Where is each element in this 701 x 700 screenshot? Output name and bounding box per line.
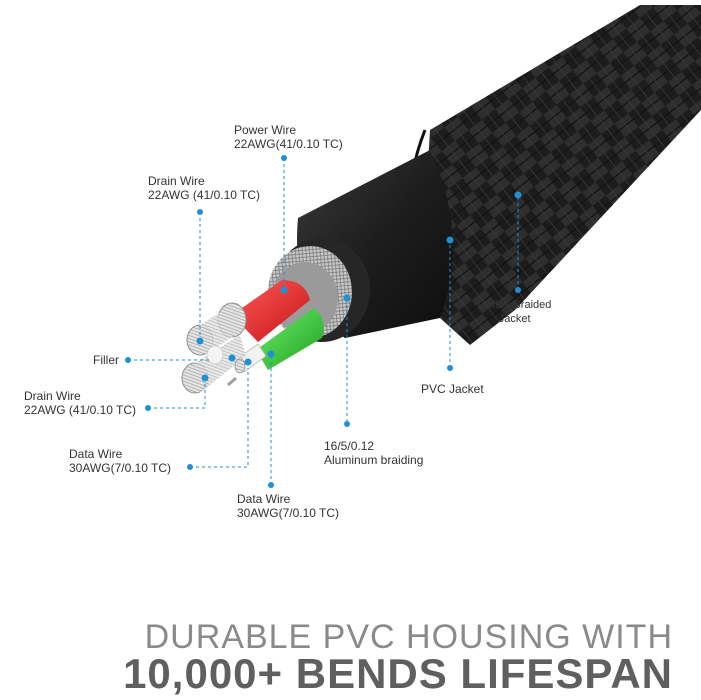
data-wire-left-name: Data Wire: [69, 447, 123, 461]
filler-name: Filler: [93, 353, 119, 367]
dot-drain-wire-bottom-end: [145, 405, 151, 411]
headline-line-1: DURABLE PVC HOUSING WITH: [144, 618, 673, 656]
leader-data-wire-left: [190, 368, 249, 468]
label-data-wire-bottom: Data Wire 30AWG(7/0.10 TC): [237, 492, 339, 520]
dot-cotton-jacket: [514, 191, 522, 199]
cotton-jacket-spec: Jacket: [498, 313, 531, 325]
drain-wire-top-name: Drain Wire: [148, 174, 205, 188]
power-wire-spec: 22AWG(41/0.10 TC): [234, 137, 343, 151]
dot-pvc-jacket: [446, 236, 454, 244]
dot-braiding: [343, 294, 351, 302]
drain-wire-bottom-spec: 22AWG (41/0.10 TC): [24, 403, 137, 417]
data-wire-bottom-name: Data Wire: [237, 492, 291, 506]
dot-data-wire-left-end: [187, 464, 193, 470]
drain-wire-top-spec: 22AWG (41/0.10 TC): [148, 188, 261, 202]
dot-power-wire: [280, 286, 288, 294]
braiding-name: 16/5/0.12: [324, 439, 375, 453]
dot-power-wire-top: [281, 155, 287, 161]
label-data-wire-left: Data Wire 30AWG(7/0.10 TC): [69, 447, 171, 475]
label-drain-wire-top: Drain Wire 22AWG (41/0.10 TC): [148, 174, 260, 202]
data-conductor-end: [234, 358, 246, 374]
dot-drain-wire-top-end: [197, 209, 203, 215]
pvc-jacket-name: PVC Jacket: [421, 382, 484, 396]
label-power-wire: Power Wire 22AWG(41/0.10 TC): [234, 123, 343, 151]
drain-wire-bottom-name: Drain Wire: [24, 389, 81, 403]
power-wire-name: Power Wire: [234, 123, 297, 137]
dot-data-wire-bottom: [267, 350, 275, 358]
data-conductor-tip: [227, 376, 237, 387]
label-pvc-jacket: PVC Jacket: [421, 382, 484, 396]
dot-data-wire-bottom-end: [268, 482, 274, 488]
dot-filler: [228, 354, 236, 362]
filler: [206, 345, 224, 365]
power-wire: [232, 280, 310, 342]
cotton-braided-jacket: [420, 5, 701, 345]
label-drain-wire-bottom: Drain Wire 22AWG (41/0.10 TC): [24, 389, 136, 417]
label-aluminum-braiding: 16/5/0.12 Aluminum braiding: [324, 439, 423, 467]
dot-filler-end: [125, 357, 131, 363]
data-wire-bottom-spec: 30AWG(7/0.10 TC): [237, 506, 340, 520]
data-wire-left-spec: 30AWG(7/0.10 TC): [69, 461, 172, 475]
drain-wire-top-body: [200, 305, 235, 355]
leader-drain-wire-bottom: [148, 378, 206, 409]
label-cotton-jacket: Cotton Braided Jacket: [478, 298, 551, 326]
braiding-spec: Aluminum braiding: [324, 453, 424, 467]
dot-pvc-jacket-end: [447, 365, 453, 371]
dot-data-wire-left: [244, 358, 252, 366]
dot-drain-wire-bottom: [201, 374, 209, 382]
dot-drain-wire-top: [196, 337, 204, 345]
headline-line-2: 10,000+ BENDS LIFESPAN: [123, 650, 673, 697]
dot-cotton-jacket-end: [515, 287, 521, 293]
label-filler: Filler: [93, 353, 119, 367]
dot-braiding-end: [344, 421, 350, 427]
cotton-jacket-name: Cotton Braided: [478, 299, 552, 311]
